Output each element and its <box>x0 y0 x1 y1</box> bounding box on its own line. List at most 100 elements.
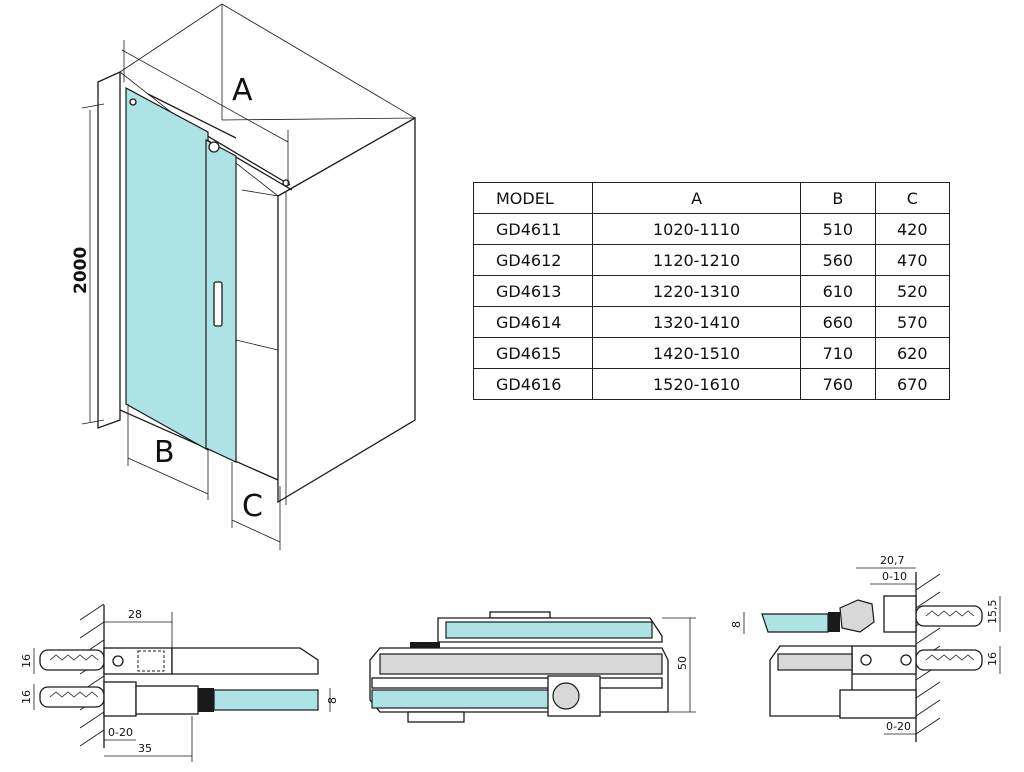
left-wall <box>97 70 121 429</box>
cell-c: 520 <box>874 275 951 307</box>
dim-b-line <box>127 457 209 495</box>
profile-insert <box>135 685 199 715</box>
rail-mid <box>371 677 663 689</box>
cell-model: GD4614 <box>473 306 593 338</box>
screw-icon <box>112 655 124 667</box>
dim-16-right: 16 <box>986 652 999 666</box>
roller-icon <box>208 141 220 153</box>
cell-model: GD4613 <box>473 275 593 307</box>
cell-b: 760 <box>800 368 876 400</box>
wall-profile-upper <box>883 595 917 633</box>
table-header-row: MODEL A B C <box>473 182 951 214</box>
cell-b: 660 <box>800 306 876 338</box>
cell-model: GD4615 <box>473 337 593 369</box>
upper-glass <box>445 621 653 639</box>
dim-height-ext-bottom <box>81 419 105 425</box>
cell-a: 1520-1610 <box>591 368 802 400</box>
table-row: GD4611 1020-1110 510 420 <box>473 213 951 245</box>
dim-0-20-right: 0-20 <box>886 720 911 733</box>
fixed-glass-panel <box>125 86 209 452</box>
dim-c-line <box>231 519 281 543</box>
wall-plug <box>915 605 983 627</box>
cell-b: 710 <box>800 337 876 369</box>
dim-8-right: 8 <box>730 621 743 628</box>
upper-rail <box>171 647 319 675</box>
dim-8: 8 <box>326 697 339 704</box>
wall-plug <box>915 649 983 671</box>
screw-icon <box>860 654 872 666</box>
cell-a: 1020-1110 <box>591 213 802 245</box>
header-a: A <box>591 182 802 214</box>
header-b: B <box>800 182 876 214</box>
door-glass-section <box>761 613 829 633</box>
magnetic-seal <box>839 599 875 633</box>
isometric-shower-view: A 2000 B C <box>71 3 416 550</box>
cell-b: 510 <box>800 213 876 245</box>
floor-line <box>235 339 279 351</box>
cell-c: 420 <box>874 213 951 245</box>
table-row: GD4616 1520-1610 760 670 <box>473 368 951 400</box>
clamp-icon <box>410 642 440 648</box>
cell-c: 570 <box>874 306 951 338</box>
detail-middle-section: 50 <box>369 611 696 723</box>
dim-0-20: 0-20 <box>108 726 133 739</box>
glass-section <box>213 689 319 711</box>
dim-15-5: 15,5 <box>986 600 999 625</box>
dim-35: 35 <box>138 742 152 755</box>
plug-ribs <box>49 691 99 698</box>
wall-profile <box>103 681 137 717</box>
cell-model: GD4616 <box>473 368 593 400</box>
seal-strip <box>828 612 840 632</box>
cell-a: 1120-1210 <box>591 244 802 276</box>
table-row: GD4612 1120-1210 560 470 <box>473 244 951 276</box>
door-top-bar <box>147 93 237 139</box>
cell-b: 610 <box>800 275 876 307</box>
hidden-bracket <box>137 650 165 672</box>
cell-a: 1420-1510 <box>591 337 802 369</box>
roller-wheel-icon <box>552 682 580 710</box>
dim-16a: 16 <box>20 654 33 668</box>
lower-profile <box>839 689 917 719</box>
wall-plug <box>39 649 105 671</box>
header-model: MODEL <box>473 182 593 214</box>
table-row: GD4614 1320-1410 660 570 <box>473 306 951 338</box>
plug-ribs <box>925 654 975 661</box>
label-height-2000: 2000 <box>71 247 91 294</box>
table-row: GD4613 1220-1310 610 520 <box>473 275 951 307</box>
right-wall-inner <box>241 189 279 502</box>
rail-band <box>777 653 853 671</box>
cell-a: 1320-1410 <box>591 306 802 338</box>
model-dimensions-table: MODEL A B C GD4611 1020-1110 510 420 GD4… <box>473 182 951 400</box>
label-a: A <box>232 73 253 108</box>
back-wall-line <box>221 117 416 121</box>
detail-left-wall-profile: 28 16 16 0-20 35 8 <box>20 603 339 762</box>
plug-ribs <box>49 654 99 661</box>
cell-model: GD4611 <box>473 213 593 245</box>
dim-0-10: 0-10 <box>882 570 907 583</box>
screw-icon <box>900 654 912 666</box>
cell-b: 560 <box>800 244 876 276</box>
cell-a: 1220-1310 <box>591 275 802 307</box>
top-cap <box>489 611 551 619</box>
roller-icon <box>129 98 137 106</box>
cell-c: 670 <box>874 368 951 400</box>
rail-band <box>379 653 663 675</box>
roller-icon <box>282 179 290 187</box>
dim-16b: 16 <box>20 690 33 704</box>
cell-c: 620 <box>874 337 951 369</box>
cell-model: GD4612 <box>473 244 593 276</box>
dim-height-ext-top <box>81 103 105 109</box>
lower-glass <box>371 689 553 709</box>
bottom-cap <box>407 711 465 723</box>
seal-strip <box>198 688 214 712</box>
wall-hatching <box>79 603 105 747</box>
right-wall <box>277 116 416 504</box>
dim-28: 28 <box>128 608 142 621</box>
cell-c: 470 <box>874 244 951 276</box>
wall-plug <box>39 686 105 708</box>
dim-50: 50 <box>676 656 689 670</box>
table-row: GD4615 1420-1510 710 620 <box>473 337 951 369</box>
door-handle-icon <box>213 281 223 327</box>
